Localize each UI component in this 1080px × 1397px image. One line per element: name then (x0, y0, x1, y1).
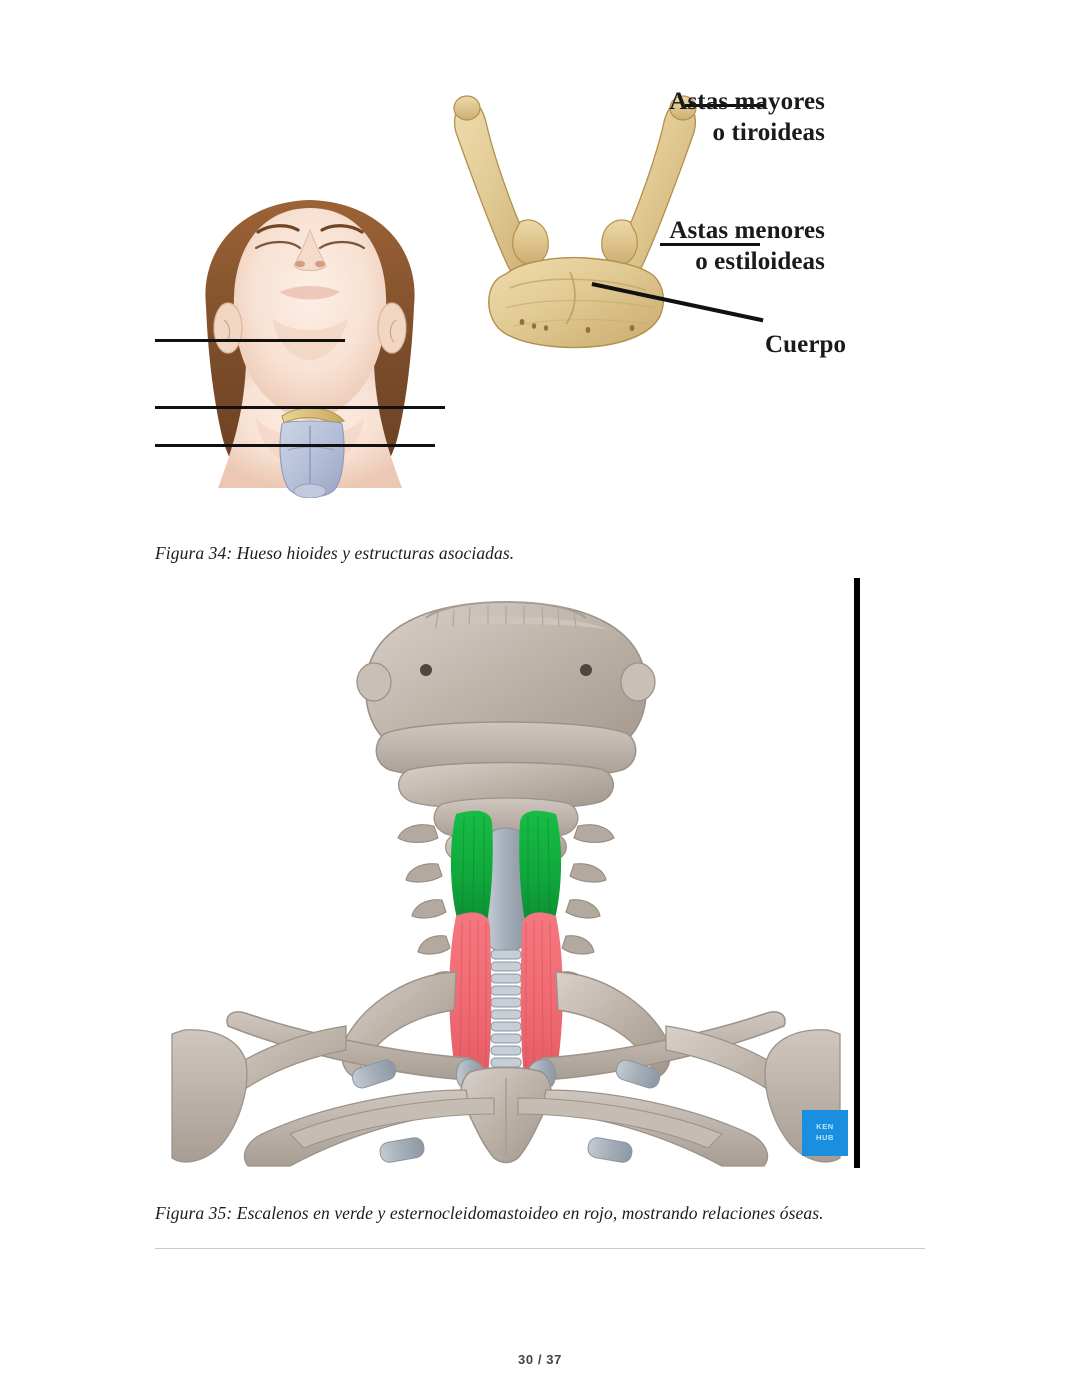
foramen-left (420, 664, 432, 676)
lips-shape (280, 286, 340, 300)
larynx-ridge (287, 446, 335, 451)
eye-right-closed (318, 240, 366, 250)
leader-line-head-1 (155, 339, 345, 342)
eye-left-closed (254, 240, 302, 250)
trachea-top (293, 483, 327, 499)
ear-left (213, 302, 243, 354)
eyebrow-left (256, 224, 300, 234)
head-neck-illustration (160, 188, 460, 499)
hyoid-median-ridge (565, 271, 576, 325)
kenhub-line-1: KEN (816, 1122, 834, 1132)
hyoid-bone-illustration (410, 76, 740, 386)
kenhub-line-2: HUB (815, 1133, 835, 1142)
nutrient-foramen-5 (629, 325, 635, 331)
figure-35-right-bar (854, 578, 860, 1168)
skull-suture (425, 600, 587, 619)
label-astas-menores: Astas menores o estiloideas (669, 217, 825, 275)
tracheal-rings (490, 949, 522, 1068)
eyebrow-right (320, 224, 364, 234)
ear-right-detail (389, 319, 397, 343)
leader-line-astas-mayores (685, 104, 763, 107)
leader-line-astas-menores (660, 243, 760, 246)
scalene-muscle-left (450, 810, 493, 929)
sternocleidomastoid-left (449, 912, 492, 1087)
mastoid-right (620, 662, 656, 702)
sternocleidomastoid-right (520, 912, 563, 1087)
leader-line-head-2 (155, 406, 445, 409)
foramen-right (580, 664, 592, 676)
hyoid-body-ridge-3 (513, 319, 651, 327)
scalene-muscle-right (519, 810, 562, 929)
scalene-fiber-lines (461, 815, 551, 927)
axis-c2 (398, 761, 614, 811)
larynx-shape (279, 420, 345, 498)
label-astas-mayores: Astas mayores o tiroideas (669, 88, 825, 146)
shoulder-left (171, 1029, 248, 1163)
costal-cartilages (351, 1059, 661, 1163)
figure-34-caption: Figura 34: Hueso hioides y estructuras a… (155, 543, 515, 563)
nostril-right (315, 260, 325, 268)
hyoid-body-ridge-1 (509, 278, 647, 291)
face-shape (233, 208, 387, 420)
nostril-left (295, 260, 305, 268)
label-cuerpo: Cuerpo (765, 331, 847, 358)
greater-horn-right-tip (669, 95, 697, 121)
mastoid-left (356, 662, 392, 702)
lesser-horn-left (512, 219, 549, 265)
rib-3-right (517, 1097, 723, 1149)
figure-35-caption: Figura 35: Escalenos en verde y esternoc… (155, 1203, 824, 1223)
nutrient-foramen-1 (519, 319, 525, 325)
leader-line-head-3 (155, 444, 435, 447)
figure-34: Astas mayores o tiroideas Astas menores … (155, 58, 945, 518)
neck-thorax-skeleton-illustration (170, 578, 842, 1168)
ear-right (377, 302, 407, 354)
skull-teeth-row (435, 606, 577, 629)
page-footer: 30 / 37 (518, 1352, 562, 1367)
nutrient-foramen-3 (543, 325, 549, 331)
nose-shape (293, 228, 327, 271)
kenhub-watermark: KEN HUB (802, 1110, 848, 1156)
greater-horn-left-tip (453, 95, 481, 121)
nutrient-foramen-2 (531, 323, 537, 329)
scm-fiber-lines (459, 919, 553, 1083)
transverse-processes-left (397, 824, 455, 991)
nutrient-foramen-4 (585, 327, 591, 333)
section-divider (155, 1248, 925, 1249)
figure-35: KEN HUB (170, 578, 870, 1168)
rib-3-left (289, 1097, 495, 1149)
